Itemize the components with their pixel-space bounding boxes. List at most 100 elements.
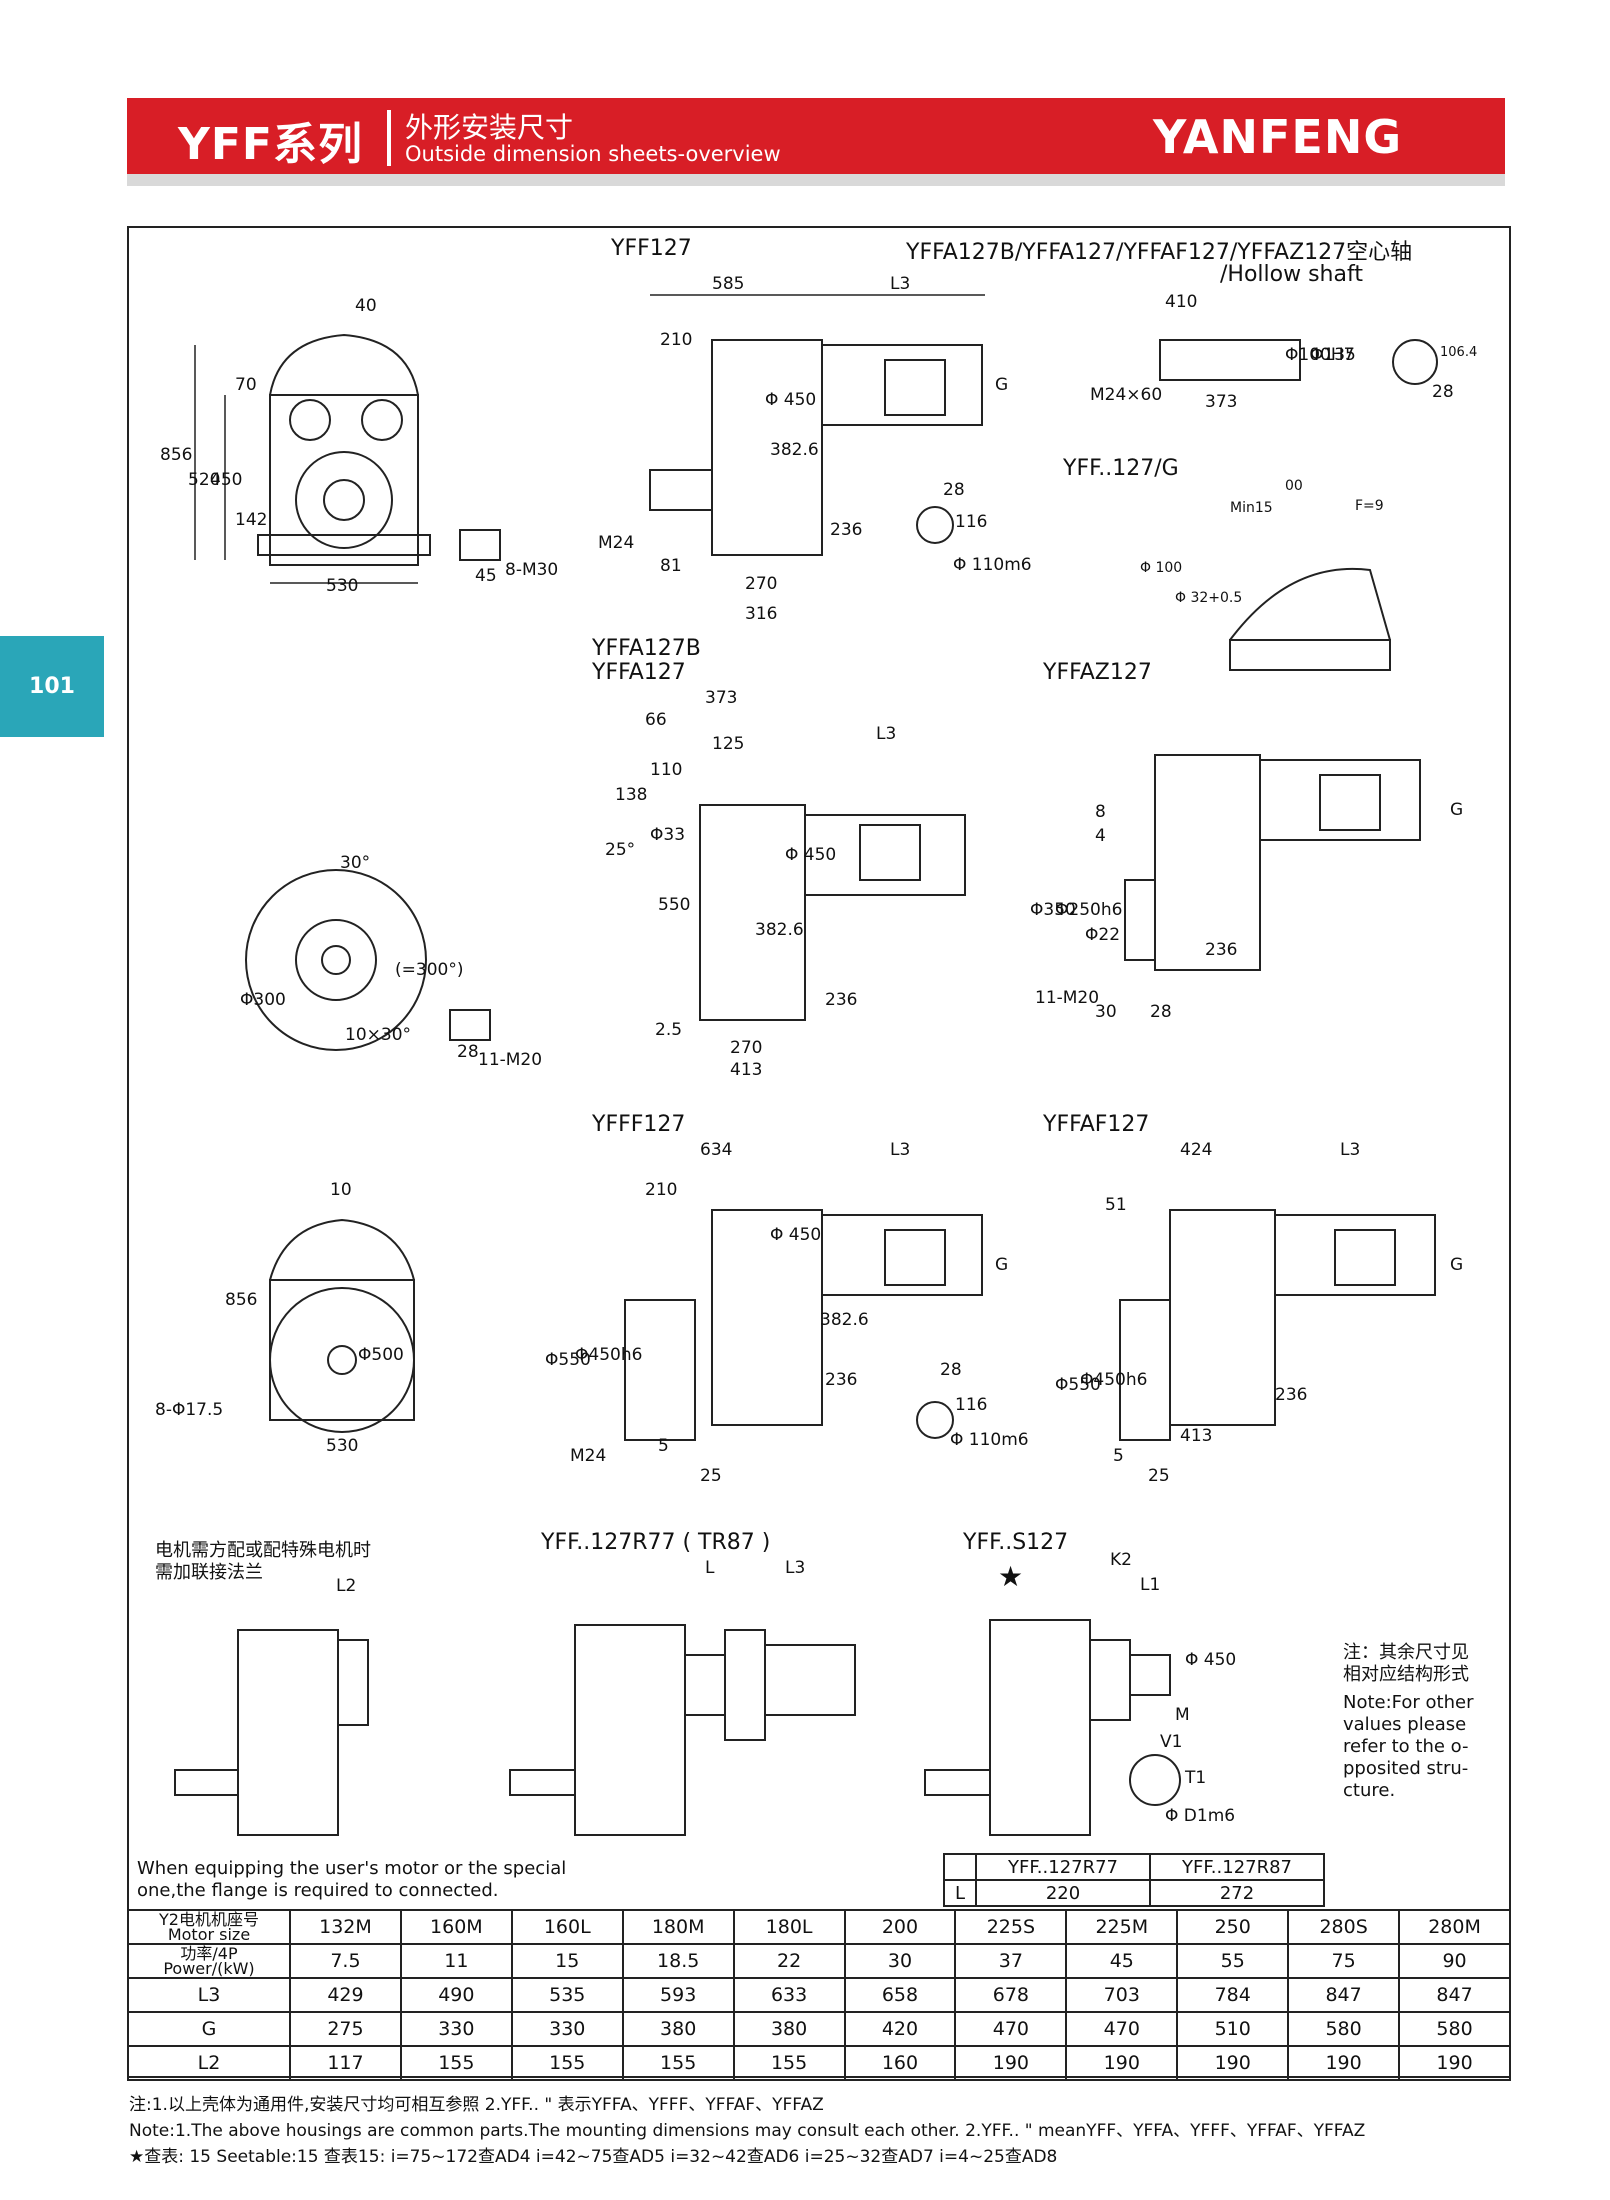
- r77-view: [509, 1624, 856, 1836]
- dim-l2: L2: [336, 1576, 357, 1596]
- dim-t1: T1: [1185, 1768, 1207, 1788]
- cell: 22: [732, 1943, 846, 1979]
- dim-m: M: [1175, 1705, 1190, 1725]
- cell: 490: [399, 1977, 513, 2013]
- dim-236-c: 236: [1205, 940, 1238, 960]
- dim-v1: V1: [1160, 1732, 1183, 1752]
- cell: 429: [289, 1977, 402, 2013]
- table-row: L3 429 490 535 593 633 658 678 703 784 8…: [127, 1977, 1511, 2013]
- dim-373-b: 373: [705, 688, 738, 708]
- r-variant-table: YFF..127R77 YFF..127R87 L 220 272: [943, 1853, 1325, 1907]
- cell: 132M: [289, 1909, 402, 1945]
- brand-logo: YANFENG: [1153, 110, 1403, 164]
- view-title-yffa127b: YFFA127B: [592, 636, 701, 661]
- dim-81: 81: [660, 556, 682, 576]
- view-title-yffaz127: YFFAZ127: [1043, 660, 1152, 685]
- dim-116-a: 116: [955, 512, 988, 532]
- dim-m24-a: M24: [598, 533, 635, 553]
- dim-phi450h6-b: Φ450h6: [1080, 1370, 1148, 1390]
- cell: 510: [1176, 2011, 1290, 2047]
- cell: 380: [621, 2011, 735, 2047]
- dim-11-m20-b: 11-M20: [1035, 988, 1100, 1008]
- view-title-yffaf127: YFFAF127: [1043, 1112, 1150, 1137]
- cell: 160M: [399, 1909, 513, 1945]
- cell: 155: [732, 2045, 846, 2081]
- dim-550-a: 550: [658, 895, 691, 915]
- dim-phi450-a: Φ 450: [765, 390, 817, 410]
- dim-316: 316: [745, 604, 778, 624]
- motor-flange-note-cn: 电机需方配或配特殊电机时 需加联接法兰: [155, 1540, 371, 1584]
- side-view-yffaz127: [1124, 754, 1421, 971]
- dim-phi550-b: Φ550: [1055, 1375, 1101, 1395]
- view-title-yff127: YFF127: [611, 236, 692, 261]
- dim-l: L: [705, 1558, 715, 1578]
- dim-270-b: 270: [730, 1038, 763, 1058]
- cell: 155: [399, 2045, 513, 2081]
- dim-5-b: 5: [1113, 1446, 1124, 1466]
- dim-236-d: 236: [825, 1370, 858, 1390]
- dim-40: 40: [355, 296, 377, 316]
- dim-28-b: 28: [1432, 382, 1454, 402]
- dim-66: 66: [645, 710, 667, 730]
- side-view-yfff127: [624, 1209, 983, 1441]
- cell: 225M: [1065, 1909, 1179, 1945]
- dim-l3-c: L3: [890, 1140, 911, 1160]
- header-divider: [387, 110, 391, 166]
- dim-236-b: 236: [825, 990, 858, 1010]
- dim-phi500: Φ500: [358, 1345, 404, 1365]
- dim-410: 410: [1165, 292, 1198, 312]
- dim-413-b: 413: [1180, 1426, 1213, 1446]
- dim-phi350: Φ350: [1030, 900, 1076, 920]
- dim-l3-d: L3: [1340, 1140, 1361, 1160]
- dim-phi-d1: Φ D1m6: [1165, 1806, 1236, 1826]
- dim-530-bottom: 530: [326, 1436, 359, 1456]
- dim-5-a: 5: [658, 1436, 669, 1456]
- dim-11-m20-a: 11-M20: [478, 1050, 543, 1070]
- dim-10x30: 10×30°: [345, 1025, 412, 1045]
- cell: 75: [1287, 1943, 1401, 1979]
- dim-382-b: 382.6: [755, 920, 804, 940]
- cell: 37: [954, 1943, 1068, 1979]
- dim-28-e: 28: [940, 1360, 962, 1380]
- footer-note-table: ★查表: 15 Seetable:15 查表15: i=75~172查AD4 i…: [129, 2147, 1058, 2167]
- dim-10: 10: [330, 1180, 352, 1200]
- cell: 330: [510, 2011, 624, 2047]
- cell: 580: [1398, 2011, 1511, 2047]
- dim-270-a: 270: [745, 574, 778, 594]
- other-note-cn-1: 注：其余尺寸见: [1343, 1642, 1469, 1663]
- dim-373-a: 373: [1205, 392, 1238, 412]
- dim-phi110-a: Φ 110m6: [953, 555, 1032, 575]
- front-view-top-left: [194, 333, 501, 584]
- cell: 470: [1065, 2011, 1179, 2047]
- dim-382-c: 382.6: [820, 1310, 869, 1330]
- dim-138: 138: [615, 785, 648, 805]
- side-view-yffaf127: [1119, 1209, 1436, 1441]
- view-title-s127: YFF..S127: [963, 1530, 1069, 1555]
- cell: 470: [954, 2011, 1068, 2047]
- user-motor-note: When equipping the user's motor or the s…: [137, 1858, 567, 1901]
- dim-236-e: 236: [1275, 1385, 1308, 1405]
- cell: 190: [1065, 2045, 1179, 2081]
- dim-28-a: 28: [943, 480, 965, 500]
- dim-110: 110: [650, 760, 683, 780]
- title-english: Outside dimension sheets-overview: [405, 142, 781, 166]
- dim-phi32: Φ 32+0.5: [1175, 590, 1243, 606]
- dim-phi100h7: Φ100H7: [1285, 345, 1355, 365]
- rt-row-label: L: [943, 1879, 977, 1907]
- dim-30: 30: [1095, 1002, 1117, 1022]
- cell: 7.5: [289, 1943, 402, 1979]
- cell: 30: [843, 1943, 957, 1979]
- header-banner: [127, 98, 1505, 174]
- title-chinese: 外形安装尺寸: [405, 111, 574, 144]
- footer-note-en: Note:1.The above housings are common par…: [129, 2121, 1366, 2141]
- dim-phi22: Φ22: [1085, 925, 1121, 945]
- cell: 180L: [732, 1909, 846, 1945]
- dim-413-a: 413: [730, 1060, 763, 1080]
- cell: 784: [1176, 1977, 1290, 2013]
- cell: 250: [1176, 1909, 1290, 1945]
- dim-45: 45: [475, 566, 497, 586]
